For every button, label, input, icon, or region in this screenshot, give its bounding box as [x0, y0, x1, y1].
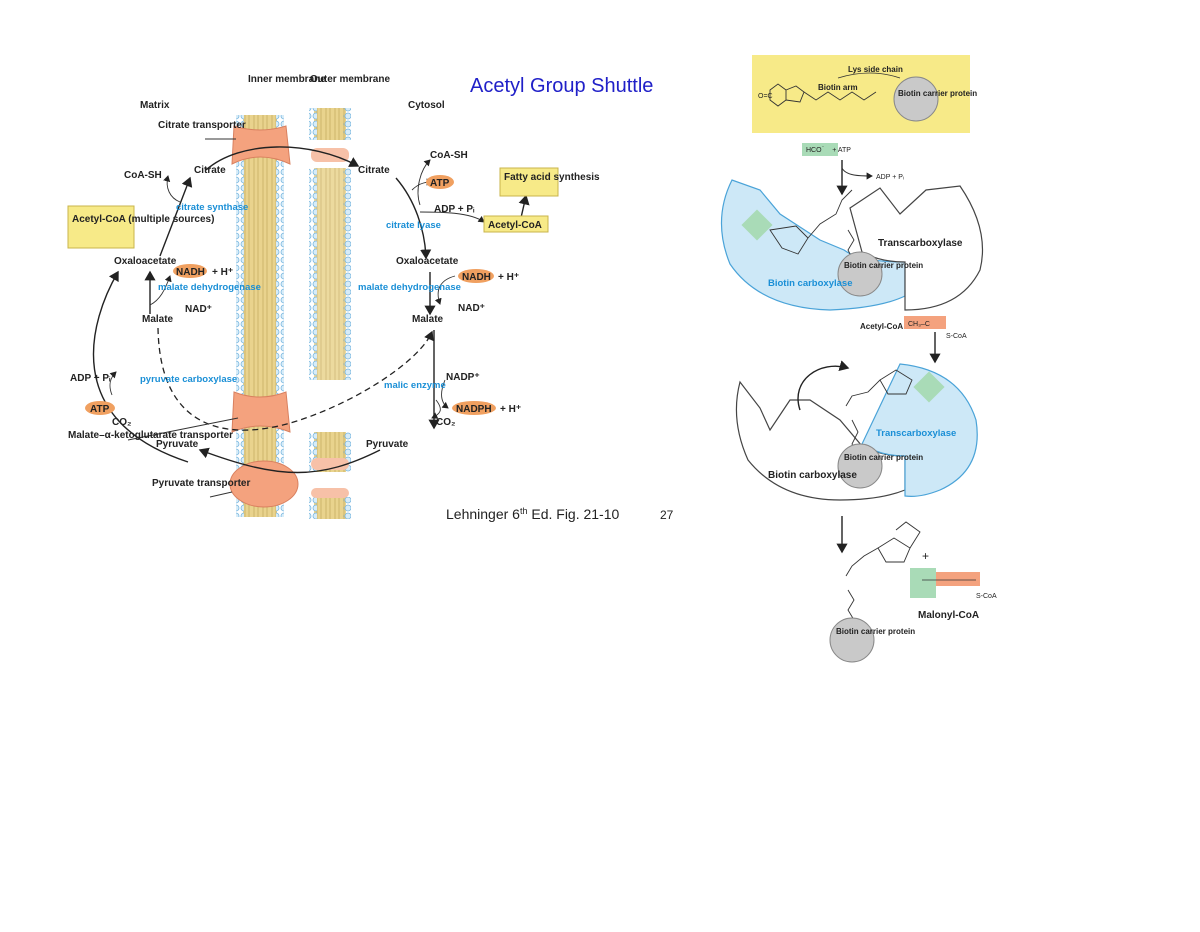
fatty-acid-synthesis-text: Fatty acid synthesis: [504, 172, 600, 183]
citation-sup: th: [520, 506, 528, 516]
matrix-nadh-text: NADH: [176, 267, 205, 278]
malonyl-coa-label: Malonyl-CoA: [918, 610, 979, 621]
biotin-top-box: O=C Lys side chain Biotin arm Biotin car…: [752, 55, 977, 133]
stage2-carboxyl-diamond: [913, 371, 945, 403]
outer-membrane-label: Outer membrane: [310, 74, 390, 85]
cytosol-label: Cytosol: [408, 100, 445, 111]
malate-akg-transporter-label: Malate–α-ketoglutarate transporter: [68, 430, 233, 441]
stage1-biotin-carboxylase: Biotin carboxylase: [768, 278, 852, 289]
adp-pi-label: ADP + Pᵢ: [876, 174, 904, 181]
bottom-bcp-text: Biotin carrier protein: [836, 627, 915, 636]
cytosol-nadh-text: NADH: [462, 272, 491, 283]
pyruvate-transporter-label: Pyruvate transporter: [152, 478, 250, 489]
stage2-transcarboxylase: Transcarboxylase: [876, 428, 956, 439]
citrate-lyase-label: citrate lyase: [386, 220, 441, 231]
cytosol-adp-pi: ADP + Pᵢ: [434, 204, 475, 215]
cytosol-nadph-badge: NADPH: [452, 401, 496, 415]
stage2-bcp-circle: [837, 443, 883, 489]
plus-sign: +: [922, 549, 929, 563]
matrix-pyruvate: Pyruvate: [156, 439, 199, 450]
stage1-enzyme: Biotin carrier protein Transcarboxylase …: [720, 179, 983, 311]
cytosol-atp-badge: ATP: [426, 175, 454, 189]
cytosol-coa-sh: CoA-SH: [430, 150, 468, 161]
acetyl-coa-multiple-sources-box: Acetyl-CoA (multiple sources): [67, 205, 214, 249]
top-bcp-circle: [893, 76, 939, 122]
matrix-oxaloacetate: Oxaloacetate: [114, 256, 177, 267]
cytosol-malate-dehydrogenase: malate dehydrogenase: [358, 282, 461, 293]
matrix-co2: CO₂: [112, 417, 131, 428]
stage1-bcp-text: Biotin carrier protein: [844, 261, 923, 270]
cytosol-malate: Malate: [412, 314, 444, 325]
citation: Lehninger 6th Ed. Fig. 21-10: [446, 506, 620, 522]
cytosol-pyruvate: Pyruvate: [366, 439, 409, 450]
matrix-nadh-badge: NADH: [173, 264, 207, 278]
hco3-box: [802, 143, 838, 156]
stage2-enzyme: Biotin carrier protein Transcarboxylase …: [735, 360, 978, 501]
citation-suffix: Ed. Fig. 21-10: [527, 506, 619, 522]
matrix-citrate: Citrate: [194, 165, 226, 176]
cytosol-nad-plus: NAD⁺: [458, 303, 485, 314]
top-bcp-text: Biotin carrier protein: [898, 89, 977, 98]
inner-membrane: [236, 115, 284, 517]
pyruvate-carboxylase-label: pyruvate carboxylase: [140, 374, 237, 385]
citation-prefix: Lehninger 6: [446, 506, 520, 522]
matrix-adp-pi: ADP + Pᵢ: [70, 373, 111, 384]
hco3-atp: + ATP: [832, 147, 851, 154]
matrix-h-plus: + H⁺: [212, 267, 233, 278]
citrate-transporter-text: Citrate transporter: [158, 120, 246, 131]
malonyl-coa-structure: [910, 568, 980, 598]
acetyl-coa-label: Acetyl-CoA: [860, 322, 903, 331]
citrate-transporter-label: Citrate transporter: [158, 120, 246, 131]
cytosol-oxaloacetate: Oxaloacetate: [396, 256, 459, 267]
stage1-transcarboxylase: Transcarboxylase: [878, 238, 963, 249]
matrix-atp-text: ATP: [90, 404, 110, 415]
acetyl-tail: S-CoA: [946, 333, 967, 340]
pyruvate-transporter-shape: [229, 460, 299, 508]
cytosol-h-plus: + H⁺: [498, 272, 519, 283]
citrate-synthase-label: citrate synthase: [176, 202, 248, 213]
fatty-acid-synthesis-box: Fatty acid synthesis: [499, 167, 600, 197]
cytosol-nadh-badge: NADH: [458, 269, 494, 283]
stage1-bcp-circle: [837, 251, 883, 297]
matrix-nad-plus: NAD⁺: [185, 304, 212, 315]
cytosol-citrate: Citrate: [358, 165, 390, 176]
cytosol-atp-text: ATP: [430, 178, 450, 189]
stage2-bcp-text: Biotin carrier protein: [844, 453, 923, 462]
biotin-arm-label: Biotin arm: [818, 83, 858, 92]
hco3-sup: ⁻: [822, 145, 825, 151]
matrix-malate-dehydrogenase: malate dehydrogenase: [158, 282, 261, 293]
cytosol-h-plus-2: + H⁺: [500, 404, 521, 415]
stage2-biotin-carboxylase: Biotin carboxylase: [768, 470, 857, 481]
free-biotin-structure: Biotin carrier protein: [829, 521, 921, 663]
lys-side-chain-label: Lys side chain: [848, 65, 903, 74]
slide-title: Acetyl Group Shuttle: [470, 75, 653, 97]
malate-transporter-shape: [231, 391, 291, 433]
matrix-malate: Malate: [142, 314, 174, 325]
outer-membrane: [309, 108, 351, 519]
hco3-text: HCO: [806, 147, 822, 154]
inner-membrane-label: Inner membrane: [248, 74, 326, 85]
acetyl-group-text: CH₃–C: [908, 321, 930, 328]
cytosol-nadph-text: NADPH: [456, 404, 492, 415]
matrix-coa-sh: CoA-SH: [124, 170, 162, 181]
page-number: 27: [660, 508, 674, 522]
malonyl-tail: S-CoA: [976, 593, 997, 600]
bottom-bcp-circle: [829, 617, 875, 663]
cytosol-acetyl-coa-box: Acetyl-CoA: [483, 215, 549, 233]
matrix-atp-badge: ATP: [85, 401, 115, 415]
malic-enzyme-label: malic enzyme: [384, 380, 446, 391]
biotin-top-atoms: O=C: [758, 93, 773, 100]
cytosol-co2: CO₂: [436, 417, 455, 428]
cytosol-nadp-plus: NADP⁺: [446, 372, 480, 383]
matrix-label: Matrix: [140, 100, 170, 111]
cytosol-acetyl-coa-text: Acetyl-CoA: [488, 220, 542, 231]
acetyl-group-box: CH₃–C: [904, 316, 946, 329]
acetyl-coa-multiple-sources-text: Acetyl-CoA (multiple sources): [72, 214, 214, 225]
hco3-label: HCO⁻ + ATP: [806, 145, 851, 154]
citrate-transporter-shape: [231, 125, 291, 165]
